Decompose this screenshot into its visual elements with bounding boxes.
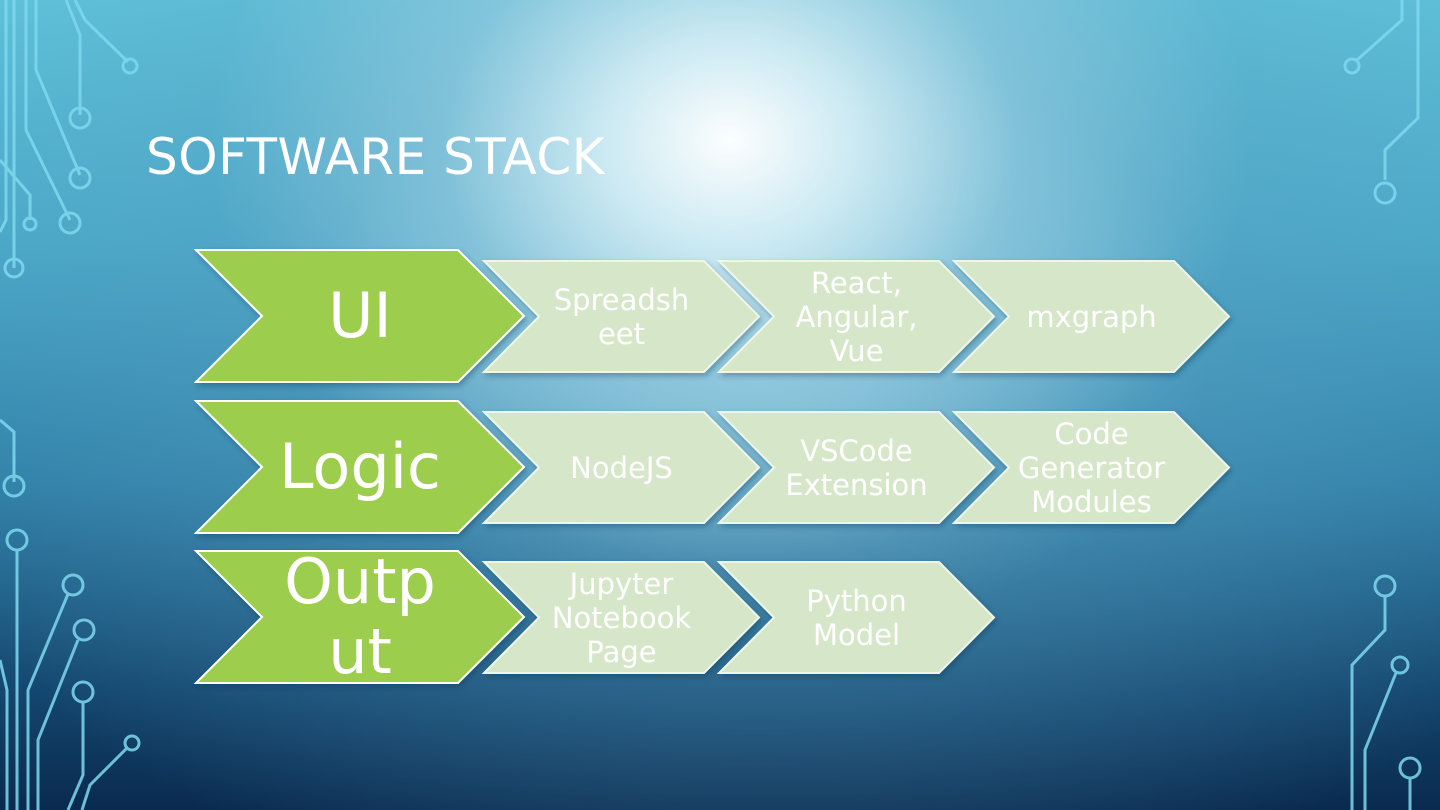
sub-chevron	[951, 260, 1231, 373]
main-chevron-label: Outp ut	[284, 545, 436, 688]
main-chevron-label: Logic	[278, 430, 442, 503]
sub-chevron	[951, 411, 1231, 524]
sub-chevron	[481, 411, 761, 524]
sub-chevron	[481, 561, 761, 674]
main-chevron	[193, 550, 526, 684]
sub-chevron-label: NodeJS	[570, 450, 673, 485]
sub-chevron-label: Python Model	[806, 583, 907, 652]
main-chevron	[193, 400, 526, 534]
sub-chevron	[716, 260, 996, 373]
main-chevron	[193, 249, 526, 383]
sub-chevron-label: mxgraph	[1026, 299, 1157, 334]
sub-chevron-label: Jupyter Notebook Page	[551, 566, 692, 669]
sub-chevron-label: VSCode Extension	[785, 433, 928, 502]
sub-chevron	[716, 411, 996, 524]
sub-chevron-label: Spreadsh eet	[553, 282, 690, 351]
sub-chevron	[481, 260, 761, 373]
main-chevron-label: UI	[328, 279, 392, 352]
sub-chevron-label: React, Angular, Vue	[795, 265, 918, 368]
sub-chevron-label: Code Generator Modules	[1017, 416, 1166, 519]
sub-chevron	[716, 561, 996, 674]
slide-title: SOFTWARE STACK	[146, 128, 606, 186]
